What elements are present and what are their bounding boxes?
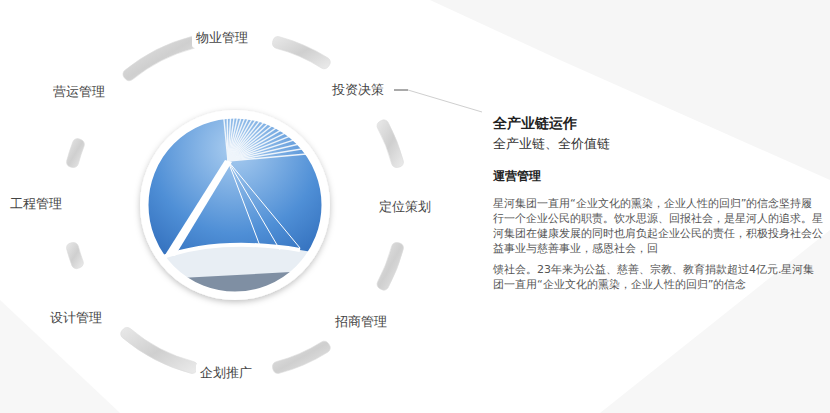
stage-label: 招商管理 bbox=[331, 312, 391, 332]
body-paragraph: 星河集团一直用“企业文化的熏染，企业人性的回归”的信念坚持履行一个企业公民的职责… bbox=[493, 196, 823, 256]
fin-line bbox=[228, 83, 281, 161]
fin-line bbox=[228, 125, 318, 161]
panel-subheading: 全产业链、全价值链 bbox=[493, 135, 610, 153]
stage-label: 投资决策 bbox=[328, 80, 388, 100]
ring-segment bbox=[377, 242, 403, 290]
stage-label: 企划推广 bbox=[196, 363, 256, 383]
ring-segment bbox=[121, 327, 198, 373]
stage-label: 物业管理 bbox=[192, 28, 252, 48]
section-heading: 運营管理 bbox=[493, 168, 541, 185]
stage-label: 定位策划 bbox=[375, 197, 435, 217]
stage-label: 营运管理 bbox=[49, 82, 109, 102]
ring-segment bbox=[123, 37, 198, 81]
fin-line bbox=[228, 107, 307, 161]
body-paragraph: 馈社会。23年来为公益、慈善、宗教、教育捐款超过4亿元.星河集团一直用“企业文化… bbox=[493, 262, 823, 292]
ring-segment bbox=[272, 37, 330, 69]
ring-segment bbox=[272, 341, 330, 373]
ring-segment bbox=[67, 242, 84, 268]
ring-segment bbox=[67, 139, 85, 168]
ring-segment bbox=[377, 120, 403, 168]
stage-label: 工程管理 bbox=[6, 194, 66, 214]
process-ring bbox=[67, 37, 404, 374]
stage-label: 设计管理 bbox=[46, 308, 106, 328]
panel-heading: 全产业链运作 bbox=[493, 115, 577, 133]
leader-line bbox=[394, 90, 482, 112]
photo-circle bbox=[140, 71, 330, 300]
